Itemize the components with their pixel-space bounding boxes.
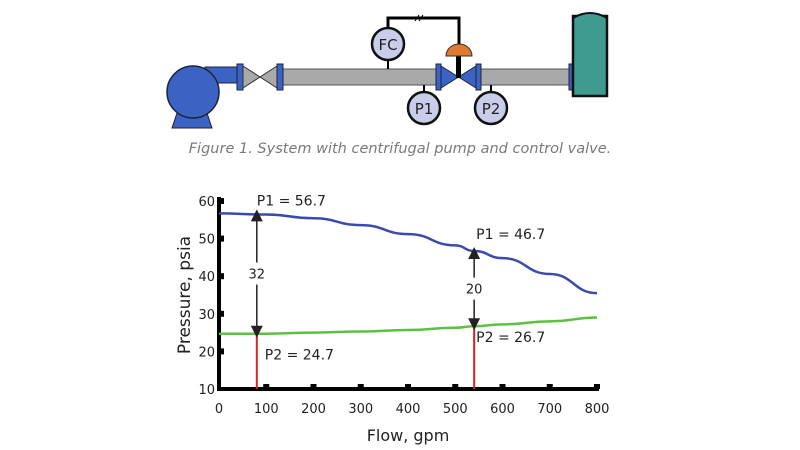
y-tick: [219, 198, 224, 204]
x-tick: [263, 384, 270, 389]
y-tick-label: 30: [198, 308, 215, 323]
series-line-p1: [218, 212, 598, 295]
x-tick-label: 0: [215, 402, 223, 417]
y-tick-label: 20: [198, 345, 215, 360]
fc-label: FC: [378, 36, 397, 54]
p2-label: P2: [482, 100, 501, 118]
x-axis-label: Flow, gpm: [367, 426, 450, 445]
flow-controller-icon: FC: [370, 26, 406, 62]
pump-system-diagram: FC P1 P2: [166, 12, 609, 129]
control-valve-icon: [435, 43, 482, 91]
y-tick-label: 10: [198, 383, 215, 398]
gate-valve-icon: [236, 63, 284, 91]
x-tick: [499, 384, 506, 389]
pressure-gauge-p1-icon: P1: [406, 90, 442, 126]
signal-mark: [414, 14, 420, 22]
control-signal-line: [386, 16, 461, 48]
series-line-p2: [218, 316, 598, 335]
tank-icon: [568, 12, 609, 98]
p2-value-label: P2 = 24.7: [265, 348, 334, 364]
dp-label: 20: [466, 283, 483, 298]
dp-label: 32: [249, 268, 266, 283]
x-tick: [594, 384, 600, 389]
p1-label: P1: [415, 100, 434, 118]
x-tick: [405, 384, 411, 389]
x-tick-label: 800: [585, 402, 610, 417]
x-tick-label: 700: [537, 402, 562, 417]
x-tick: [357, 384, 364, 389]
y-tick-label: 50: [198, 233, 215, 248]
signal-mark: [418, 14, 424, 22]
x-tick-label: 100: [254, 402, 279, 417]
pressure-gauge-p2-icon: P2: [473, 90, 509, 126]
x-tick: [546, 384, 553, 389]
x-tick-label: 600: [490, 402, 515, 417]
x-tick: [452, 384, 459, 389]
y-tick-label: 40: [198, 270, 215, 285]
y-tick: [219, 235, 224, 242]
y-tick: [219, 310, 224, 317]
y-tick: [219, 348, 224, 355]
y-axis-label: Pressure, psia: [175, 236, 195, 354]
x-tick-label: 500: [443, 402, 468, 417]
p1-value-label: P1 = 56.7: [257, 193, 326, 209]
x-tick-label: 200: [301, 402, 326, 417]
centrifugal-pump-icon: [166, 65, 240, 129]
figure-caption: Figure 1. System with centrifugal pump a…: [188, 141, 612, 157]
p1-value-label: P1 = 46.7: [476, 227, 545, 243]
y-tick-label: 60: [198, 195, 215, 210]
x-tick-label: 300: [348, 402, 373, 417]
x-tick: [310, 384, 317, 389]
x-tick-label: 400: [396, 402, 421, 417]
y-tick: [219, 273, 224, 280]
p2-value-label: P2 = 26.7: [476, 330, 545, 346]
